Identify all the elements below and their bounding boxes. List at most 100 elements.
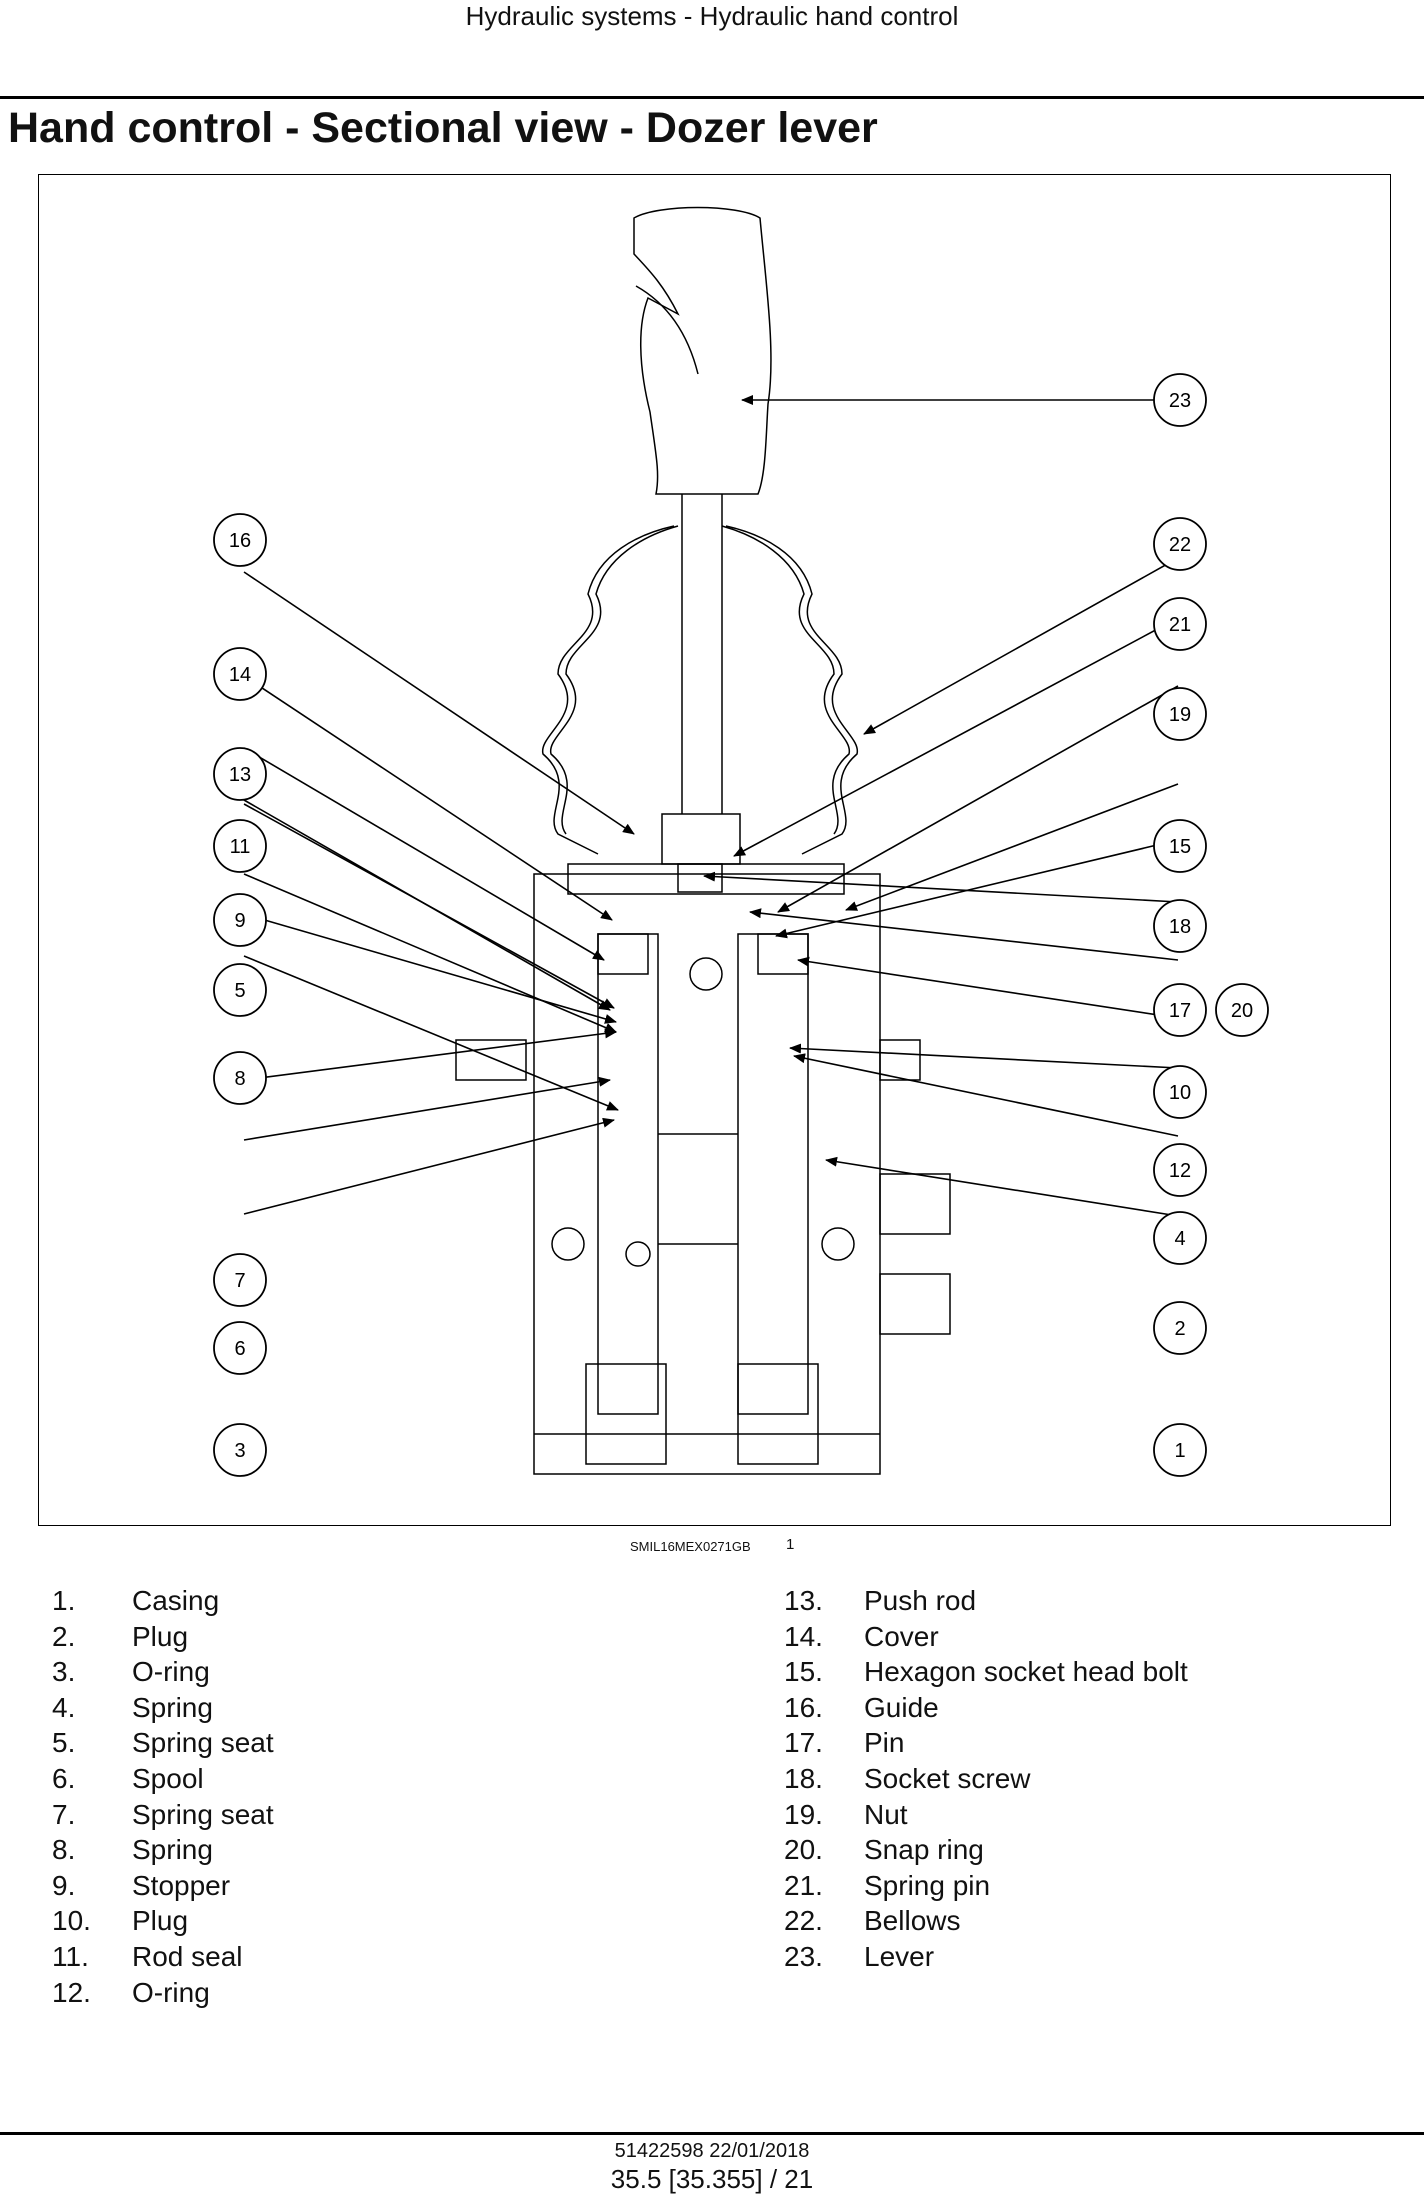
legend-item: 13. Push rod [784,1583,1188,1619]
callout-16: 16 [213,513,267,567]
legend-number: 7. [52,1798,76,1830]
callout-label: 1 [1174,1440,1185,1462]
legend-item: 8.Spring [52,1832,274,1868]
footer-page-ref: 35.5 [35.355] / 21 [610,2164,814,2194]
callout-label: 2 [1174,1318,1185,1340]
legend-label: Push rod [864,1585,977,1616]
legend-item: 15.Hexagon socket head bolt [784,1654,1188,1690]
callout-label: 11 [230,836,251,858]
legend-number: 20. [784,1834,823,1866]
figure-frame [38,174,1391,1526]
callout-label: 22 [1169,534,1191,556]
figure-caption: SMIL16MEX0271GB [630,1539,751,1554]
callout-label: 5 [234,980,245,1002]
callout-15: 15 [1153,819,1207,873]
legend-item: 23.Lever [784,1939,1188,1975]
legend-label: Pin [864,1727,905,1759]
running-header: Hydraulic systems - Hydraulic hand contr… [465,1,959,31]
footer-doc-ref: 51422598 22/01/2018 [614,2140,810,2162]
legend-number: 6. [52,1762,76,1794]
legend-item: 14.Cover [784,1619,1188,1655]
legend-number: 17. [784,1727,823,1759]
callout-20: 20 [1215,983,1269,1037]
legend-number: 14. [784,1620,823,1652]
legend-label: Spring seat [132,1798,274,1830]
legend-number: 9. [52,1869,76,1901]
callout-3: 3 [213,1423,267,1477]
callout-label: 20 [1231,1000,1253,1022]
legend-number: 1. [52,1585,76,1616]
callout-7: 7 [213,1253,267,1307]
legend-label: O-ring [132,1656,210,1688]
legend-number: 4. [52,1691,76,1723]
legend-number: 21. [784,1869,823,1901]
legend-number: 11. [52,1940,89,1972]
legend-number: 12. [52,1976,91,2008]
legend-label: Casing [132,1585,220,1616]
legend-item: 21. Spring pin [784,1868,1188,1904]
bottom-rule [0,2132,1424,2135]
legend-number: 16. [784,1691,823,1723]
callout-label: 3 [234,1440,245,1462]
callout-14: 14 [213,647,267,701]
legend-item: 19. Nut [784,1797,1188,1833]
legend-number: 3. [52,1656,76,1688]
legend-label: Nut [864,1798,908,1830]
lever-handle [633,206,772,814]
top-rule [0,96,1424,99]
callout-12: 12 [1153,1143,1207,1197]
legend-item: 10. Plug [52,1903,274,1939]
legend-item: 3. O-ring [52,1654,274,1690]
legend-item: 5.Spring seat [52,1725,274,1761]
legend-item: 16.Guide [784,1690,1188,1726]
callout-label: 21 [1169,614,1191,636]
legend-number: 18. [784,1762,823,1794]
callout-label: 14 [229,664,251,686]
legend-number: 22. [784,1905,823,1937]
legend-item: 9.Stopper [52,1868,274,1904]
callout-label: 23 [1169,390,1191,412]
callout-9: 9 [213,893,267,947]
parts-legend-column-1: 1.Casing 2.Plug 3.O-ring 4.Spring 5.Spri… [52,1583,274,2010]
legend-item: 1. Casing [52,1583,274,1619]
legend-item: 17. Pin [784,1725,1188,1761]
legend-label: Plug [132,1905,189,1937]
legend-item: 22. Bellows [784,1903,1188,1939]
legend-item: 18.Socket screw [784,1761,1188,1797]
legend-label: Bellows [864,1905,961,1937]
legend-label: Spring pin [864,1869,991,1901]
callout-2: 2 [1153,1301,1207,1355]
legend-number: 19. [784,1798,823,1830]
legend-number: 10. [52,1905,91,1937]
legend-label: O-ring [132,1976,210,2008]
callout-5: 5 [213,963,267,1017]
legend-label: Spring [132,1834,213,1866]
callout-10: 10 [1153,1065,1207,1119]
legend-label: Lever [864,1940,935,1972]
callout-label: 9 [234,910,245,932]
legend-item: 4.Spring [52,1690,274,1726]
callout-4: 4 [1153,1211,1207,1265]
legend-label: Spring seat [132,1727,274,1759]
callout-label: 10 [1169,1082,1191,1104]
legend-label: Spool [132,1762,204,1794]
callout-11: 11 [213,819,267,873]
callout-17: 17 [1153,983,1207,1037]
legend-number: 13. [784,1585,823,1616]
figure-number: 1 [786,1536,795,1553]
callout-label: 19 [1169,704,1191,726]
legend-item: 2.Plug [52,1619,274,1655]
legend-label: Rod seal [132,1940,243,1972]
callout-6: 6 [213,1321,267,1375]
leader-lines [243,395,1179,1217]
callout-22: 22 [1153,517,1207,571]
callout-1: 1 [1153,1423,1207,1477]
legend-number: 15. [784,1656,823,1688]
legend-number: 2. [52,1620,76,1652]
callout-label: 12 [1169,1160,1191,1182]
casing-section [455,813,951,1475]
callout-18: 18 [1153,899,1207,953]
callout-label: 15 [1169,836,1191,858]
callout-label: 7 [234,1270,245,1292]
legend-item: 20.Snap ring [784,1832,1188,1868]
